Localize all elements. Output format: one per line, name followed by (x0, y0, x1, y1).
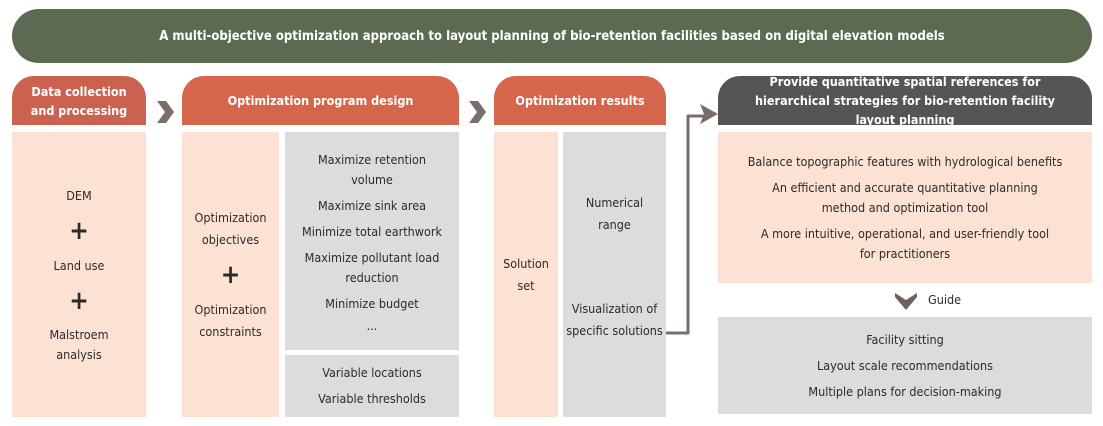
optimization-constraints: Optimization constraints (194, 301, 267, 339)
benefit-item: A more intuitive, operational, and user-… (760, 225, 1050, 261)
item-land-use: Land use (53, 257, 105, 273)
objective-item: Maximize retention volume (317, 152, 427, 187)
outcome-item: Layout scale recommendations (816, 357, 994, 373)
program-left-box: Optimization objectives + Optimization c… (182, 132, 279, 417)
chevron-right-icon (469, 101, 486, 123)
visualization-label: Visualization of specific solutions (566, 301, 663, 338)
benefit-item: An efficient and accurate quantitative p… (772, 179, 1038, 215)
chevron-right-icon (157, 101, 174, 123)
objective-item: Maximize pollutant load reduction (304, 250, 440, 285)
objective-item: ... (366, 318, 378, 333)
optimization-objectives: Optimization objectives (194, 209, 267, 247)
visualization-solutions: Visualization of specific solutions (563, 298, 666, 342)
constraint-item: Variable locations (322, 365, 422, 380)
item-dem: DEM (66, 187, 92, 203)
data-collection-box: DEM + Land use + Malstroem analysis (12, 132, 146, 417)
header-label: Data collection and processing (30, 83, 128, 118)
numerical-range: Numerical range (563, 192, 666, 236)
benefits-box: Balance topographic features with hydrol… (718, 132, 1092, 283)
header-label: Provide quantitative spatial references … (755, 74, 1055, 127)
constraint-item: Variable thresholds (318, 391, 426, 406)
objective-item: Minimize budget (325, 296, 419, 311)
plus-icon: + (220, 259, 241, 290)
results-right-box: Numerical range Visualization of specifi… (563, 132, 666, 417)
objective-item: Maximize sink area (317, 198, 427, 213)
outcome-item: Facility sitting (866, 331, 944, 347)
solution-set-box: Solution set (494, 132, 558, 417)
header-label: Optimization program design (227, 93, 414, 108)
header-program-design: Optimization program design (182, 76, 459, 125)
header-label: Optimization results (515, 93, 645, 108)
constraints-box: Variable locations Variable thresholds (285, 355, 459, 417)
item-malstroem: Malstroem analysis (49, 326, 109, 362)
header-data-collection: Data collection and processing (12, 76, 146, 125)
header-spatial-references: Provide quantitative spatial references … (718, 74, 1092, 127)
title-banner: A multi-objective optimization approach … (12, 9, 1092, 63)
solution-set: Solution set (503, 255, 549, 293)
benefit-item: Balance topographic features with hydrol… (747, 153, 1063, 169)
outcome-item: Multiple plans for decision-making (808, 383, 1002, 399)
outcomes-box: Facility sitting Layout scale recommenda… (718, 317, 1092, 414)
objectives-box: Maximize retention volume Maximize sink … (285, 132, 459, 350)
numerical-range-label: Numerical range (585, 195, 644, 232)
connector-arrow (666, 104, 718, 335)
plus-icon: + (69, 285, 89, 316)
guide-label: Guide (928, 292, 962, 307)
chevron-down-icon (895, 293, 917, 310)
header-results: Optimization results (494, 76, 666, 125)
objective-item: Minimize total earthwork (301, 224, 442, 239)
plus-icon: + (69, 215, 89, 246)
